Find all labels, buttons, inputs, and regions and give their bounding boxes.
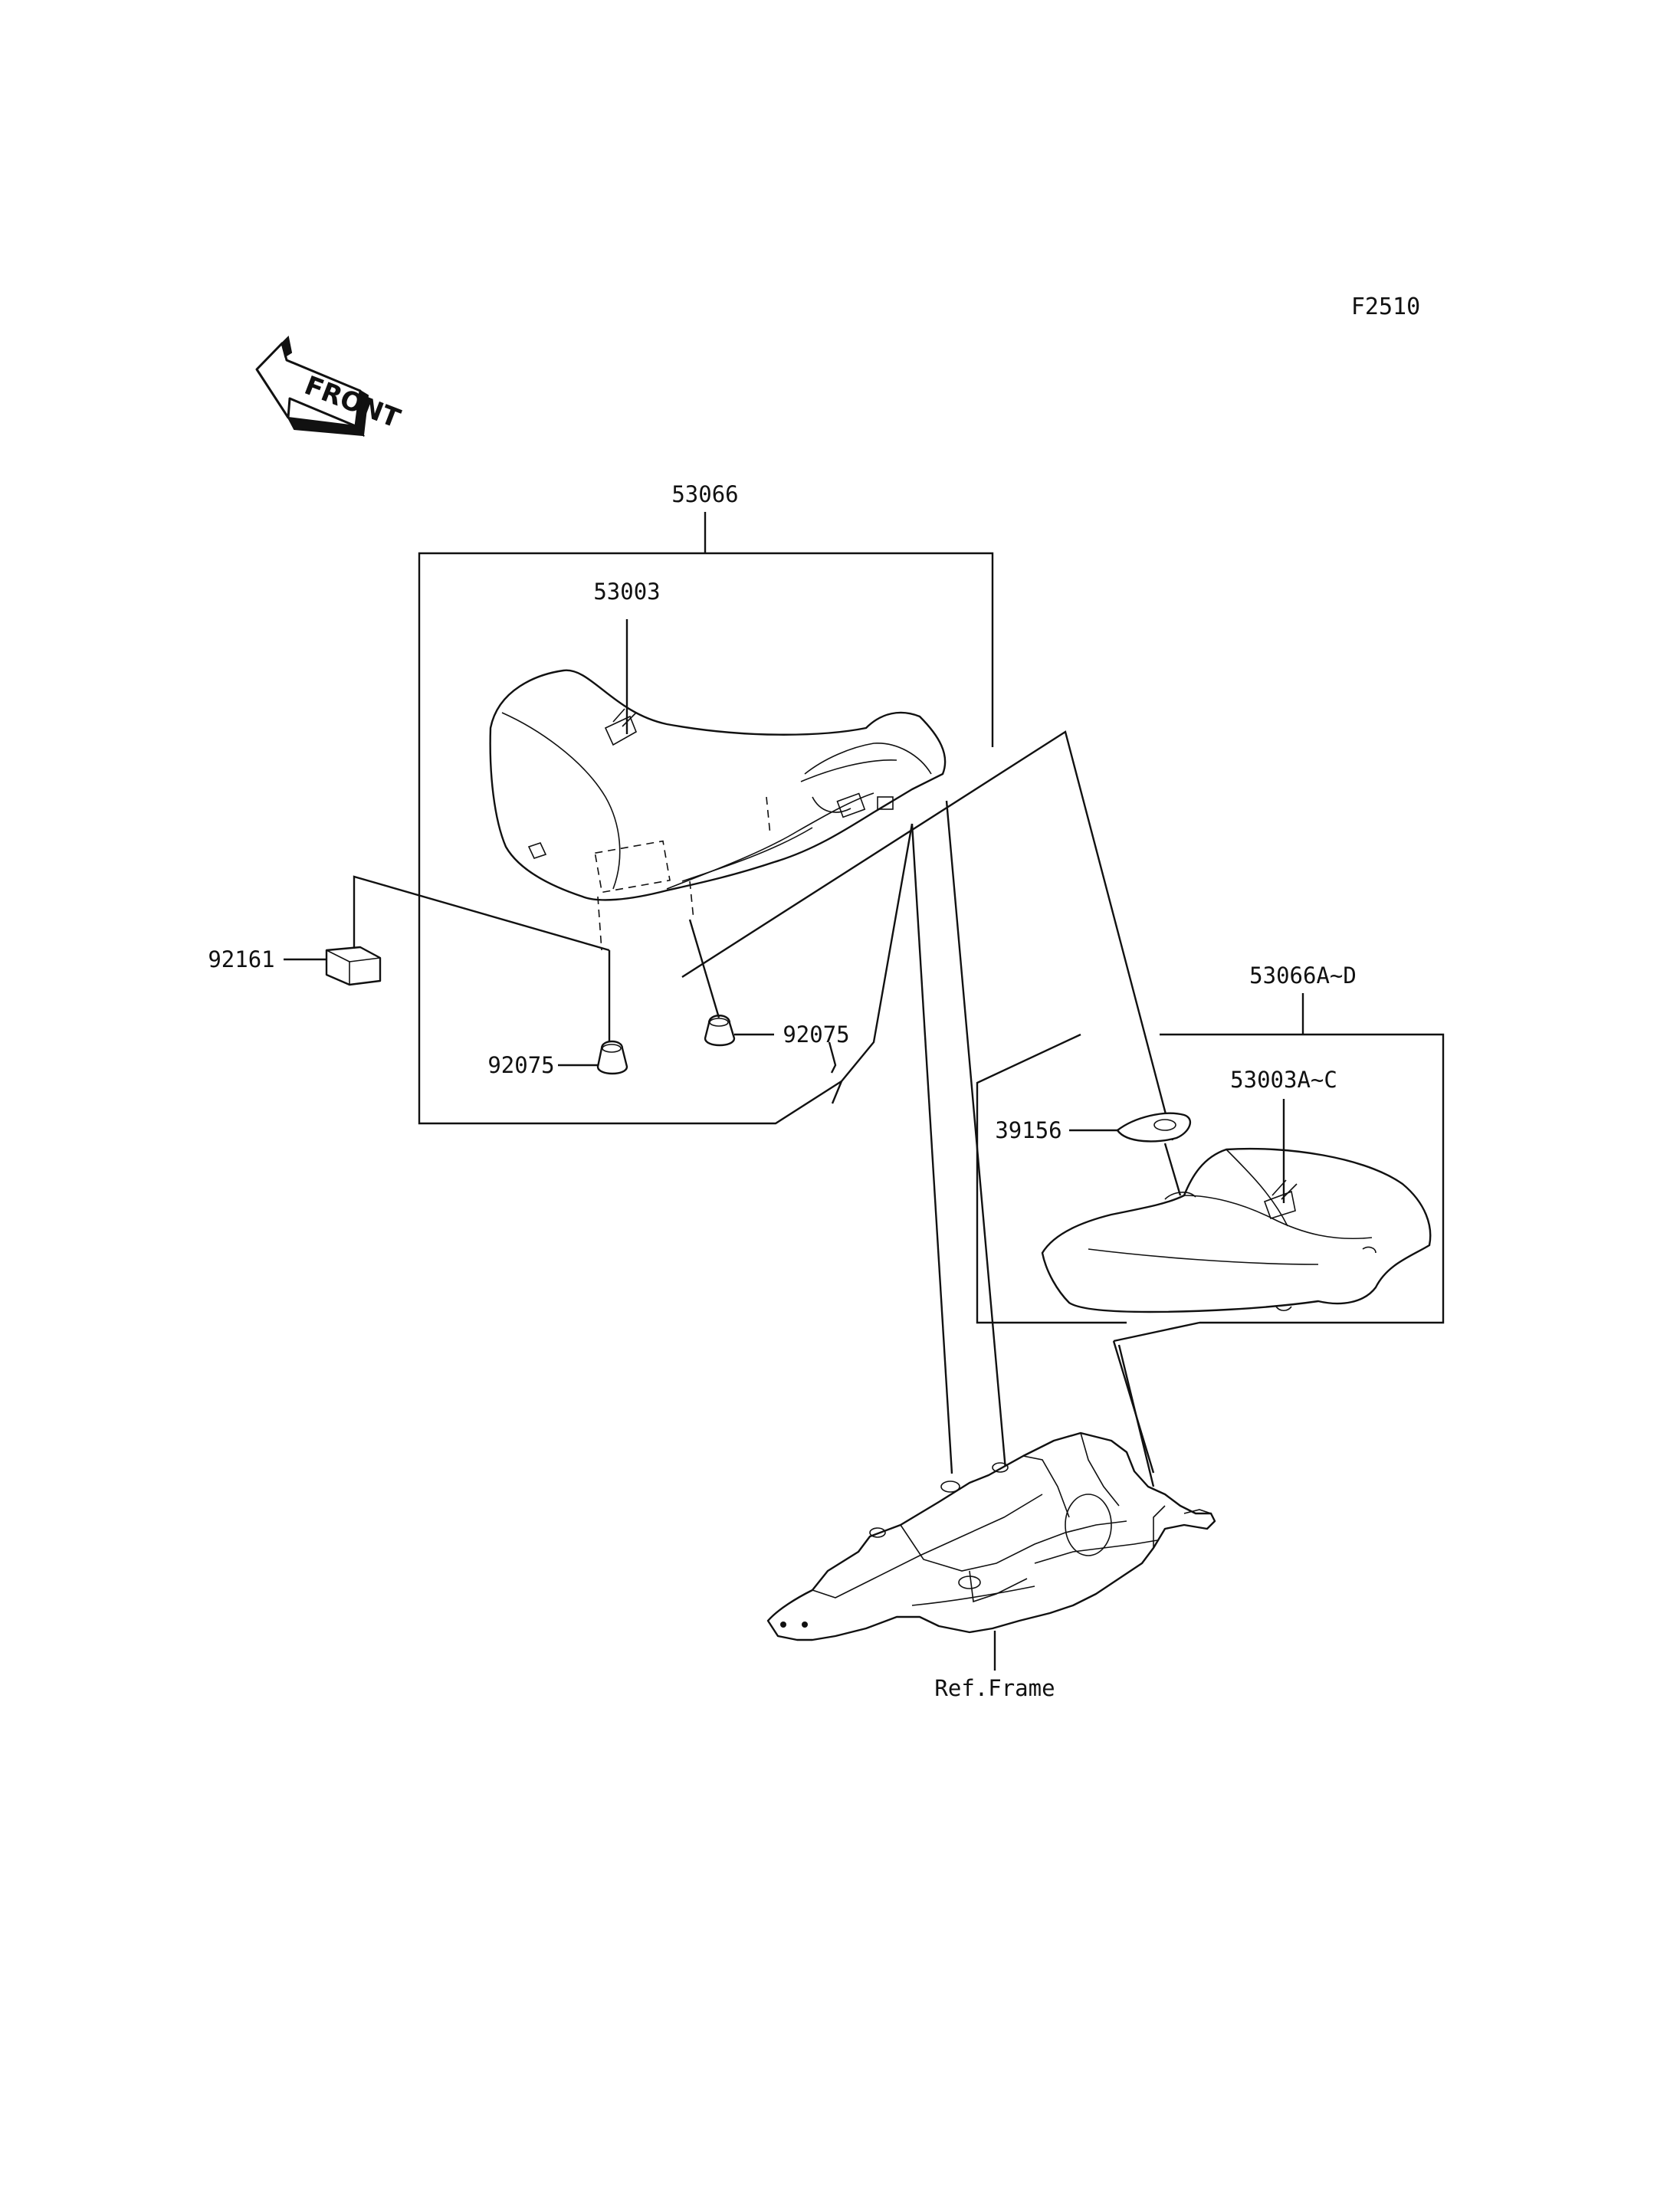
rear-frame-part: [766, 1431, 1216, 1641]
label-ref-frame: Ref.Frame: [934, 1675, 1055, 1701]
label-seat-option-assy: 53066A~D: [1249, 962, 1357, 989]
label-seat-option: 53003A~C: [1230, 1067, 1337, 1093]
label-seat-assy: 53066: [671, 481, 738, 507]
label-pad: 92161: [208, 946, 274, 972]
seat-assy-group-frame: [418, 512, 994, 1125]
damper-left-part: [596, 1040, 628, 1075]
label-damper-right: 92075: [783, 1021, 849, 1048]
label-seat-main: 53003: [593, 579, 660, 605]
front-arrow-icon: FRONT: [255, 335, 405, 438]
seat-option-group-frame: [976, 993, 1445, 1324]
pad-part: [325, 946, 382, 986]
label-damper-left: 92075: [487, 1052, 554, 1078]
damper-right-part: [704, 1015, 736, 1047]
pillion-seat-part: [1041, 1147, 1432, 1313]
label-hook: 39156: [995, 1117, 1061, 1143]
main-seat-part: [489, 669, 947, 951]
figure-code: F2510: [1351, 293, 1420, 320]
hook-part: [1116, 1112, 1192, 1143]
